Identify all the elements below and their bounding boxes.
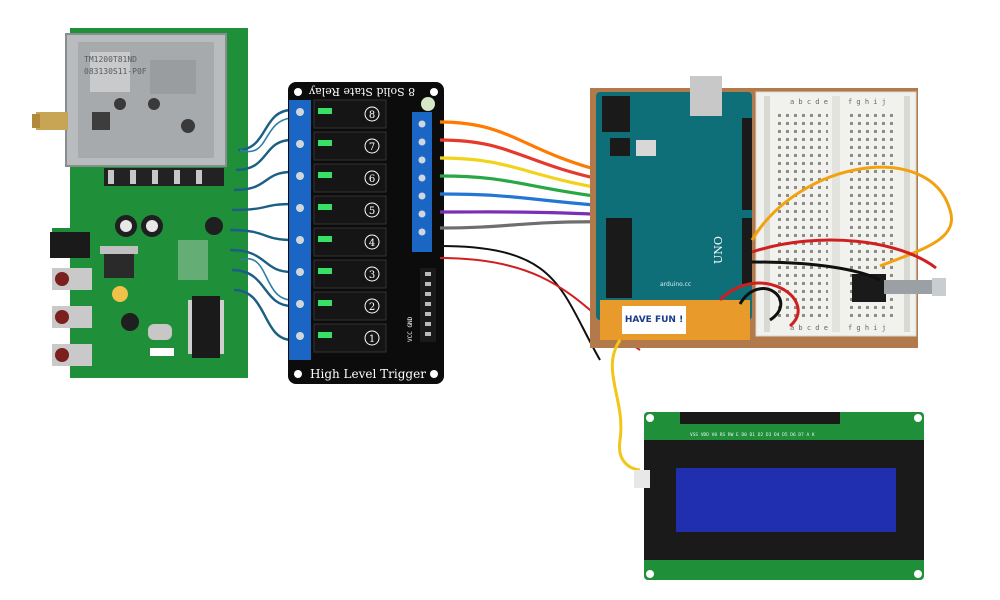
rf-shield-can: TM1200T81ND 083130S11-P0F — [65, 33, 227, 167]
relay-channel-4: 4 — [369, 238, 375, 249]
relay-channel-labels: 8 7 6 5 4 3 2 1 — [364, 106, 380, 346]
dip-ic — [188, 296, 224, 358]
arduino-uno: UNO arduino.cc HAVE FUN ! — [596, 76, 752, 340]
relay-channel-8: 8 — [369, 110, 375, 121]
trimmer-pot — [112, 286, 128, 302]
lcd-pin-labels: VSS VDD V0 RS RW E D0 D1 D2 D3 D4 D5 D6 … — [690, 432, 815, 438]
rca-jacks — [52, 268, 92, 366]
arduino-site: arduino.cc — [660, 281, 691, 288]
tuner-pcb: TM1200T81ND 083130S11-P0F — [32, 28, 248, 378]
analog-header — [742, 218, 752, 284]
twisted-wire-bundle — [229, 108, 293, 342]
dc-barrel-jack — [602, 96, 630, 132]
relay-badge — [421, 97, 435, 111]
breadboard-cols-bottom: a b c d e — [790, 324, 828, 332]
relay-board-title: 8 Solid State Relay — [308, 85, 415, 98]
potentiometer — [852, 274, 946, 302]
breadboard-cols-bottom2: f g h i j — [848, 324, 886, 332]
relay-channel-5: 5 — [369, 206, 375, 217]
relay-terminal-block-left — [289, 100, 311, 360]
tuner-code-label: 083130S11-P0F — [84, 67, 147, 76]
lcd-wire — [610, 339, 641, 472]
breadboard-cols-top2: f g h i j — [848, 98, 886, 106]
antenna-connector — [32, 112, 68, 130]
relay-header-label: VCC GND — [407, 316, 414, 342]
relay-channel-6: 6 — [369, 174, 375, 185]
tuner-model-label: TM1200T81ND — [84, 55, 137, 64]
relay-channel-2: 2 — [369, 302, 375, 313]
relay-channel-7: 7 — [369, 142, 375, 153]
atmega-chip — [606, 218, 632, 298]
relay-channel-1: 1 — [369, 334, 375, 345]
relay-input-header: VCC GND — [407, 268, 436, 342]
sticker-text: HAVE FUN ! — [625, 315, 683, 325]
lcd-module: VSS VDD V0 RS RW E D0 D1 D2 D3 D4 D5 D6 … — [634, 412, 924, 580]
tuner-pin-header — [104, 168, 224, 186]
relay-channel-3: 3 — [369, 270, 375, 281]
digital-header — [742, 118, 752, 210]
sticker — [622, 306, 686, 334]
breadboard-cols-top: a b c d e — [790, 98, 828, 106]
crystal — [148, 324, 172, 340]
relay-terminal-block-right — [412, 112, 432, 252]
breadboard: a b c d e f g h i j a b c d e f g h i j — [755, 91, 946, 337]
lcd-screen — [676, 468, 896, 532]
dc-jack — [50, 232, 90, 258]
relay-modules — [313, 99, 387, 353]
usb-b-connector — [690, 76, 722, 116]
relay-board-footer: High Level Trigger — [310, 367, 426, 381]
relay-board: 8 Solid State Relay High Level Trigger — [288, 82, 444, 384]
voltage-regulator — [100, 246, 138, 278]
jumper-wires — [718, 165, 954, 328]
arduino-brand: UNO — [712, 236, 725, 264]
